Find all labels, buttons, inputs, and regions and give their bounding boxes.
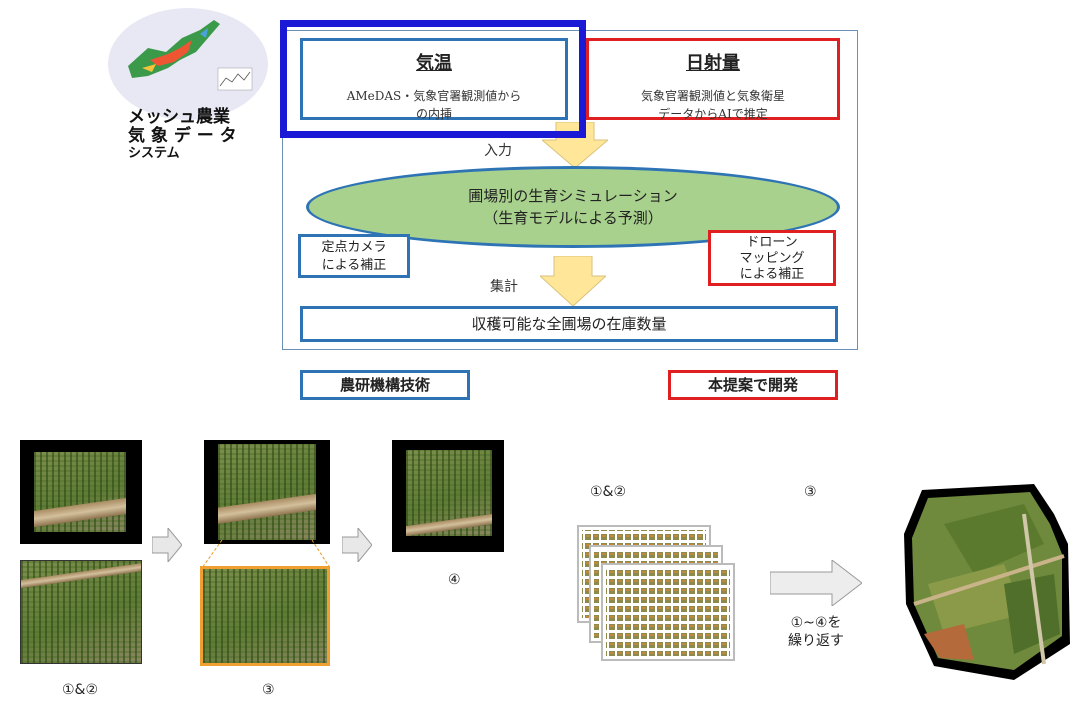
camera-correction-box: 定点カメラ による補正 [298,234,410,278]
drone-correction-box: ドローン マッピング による補正 [708,230,836,286]
right-step12-caption: ①&② [590,484,627,500]
solar-radiation-desc: 気象官署観測値と気象衛星 データからAIで推定 [640,89,785,121]
panel1-bottom-image [20,560,142,664]
right-step3-caption: ③ [804,484,817,500]
arrow-1-icon [151,526,183,566]
panel2-top-image [204,440,330,544]
mosaic-result-image [904,484,1070,680]
panel2-dashed-lines [200,539,334,574]
diagram-frame [282,30,858,350]
ellipse-line2: （生育モデルによる予測） [483,209,663,227]
repeat-arrow-icon [769,558,863,610]
growth-simulation-ellipse: 圃場別の生育シミュレーション （生育モデルによる予測） [306,166,840,248]
temperature-title: 気温 [416,53,452,74]
logo-text: メッシュ農業 気 象 デ ー タ システム [128,108,237,162]
temperature-box: 気温 AMeDAS・気象官署観測値から の内挿 [300,38,568,121]
temperature-highlight [280,20,586,138]
logo-line3: システム [128,146,180,161]
logo-line2: 気 象 デ ー タ [128,126,237,146]
arrow-2-icon [341,526,373,566]
logo-map-icon [108,8,268,120]
legend-naro: 農研機構技術 [300,370,470,400]
panel4-image [392,440,504,552]
aggregate-arrow-icon [538,255,608,310]
repeat-caption: ①~④を 繰り返す [788,615,844,649]
panel2-bottom-image [200,566,330,666]
aggregate-label: 集計 [490,279,518,295]
panel2-caption: ③ [262,682,275,698]
inventory-box: 収穫可能な全圃場の在庫数量 [300,306,838,342]
temperature-desc: AMeDAS・気象官署観測値から の内挿 [346,89,522,121]
panel1-caption: ①&② [62,682,99,698]
solar-radiation-title: 日射量 [686,53,740,74]
ellipse-line1: 圃場別の生育シミュレーション [468,187,678,205]
solar-radiation-box: 日射量 気象官署観測値と気象衛星 データからAIで推定 [586,38,840,121]
tile-stack-icon [576,524,742,662]
legend-proposal: 本提案で開発 [668,370,838,400]
panel1-top-image [20,440,142,544]
logo-line1: メッシュ農業 [128,107,230,127]
panel4-caption: ④ [448,572,461,588]
input-label: 入力 [484,143,512,159]
